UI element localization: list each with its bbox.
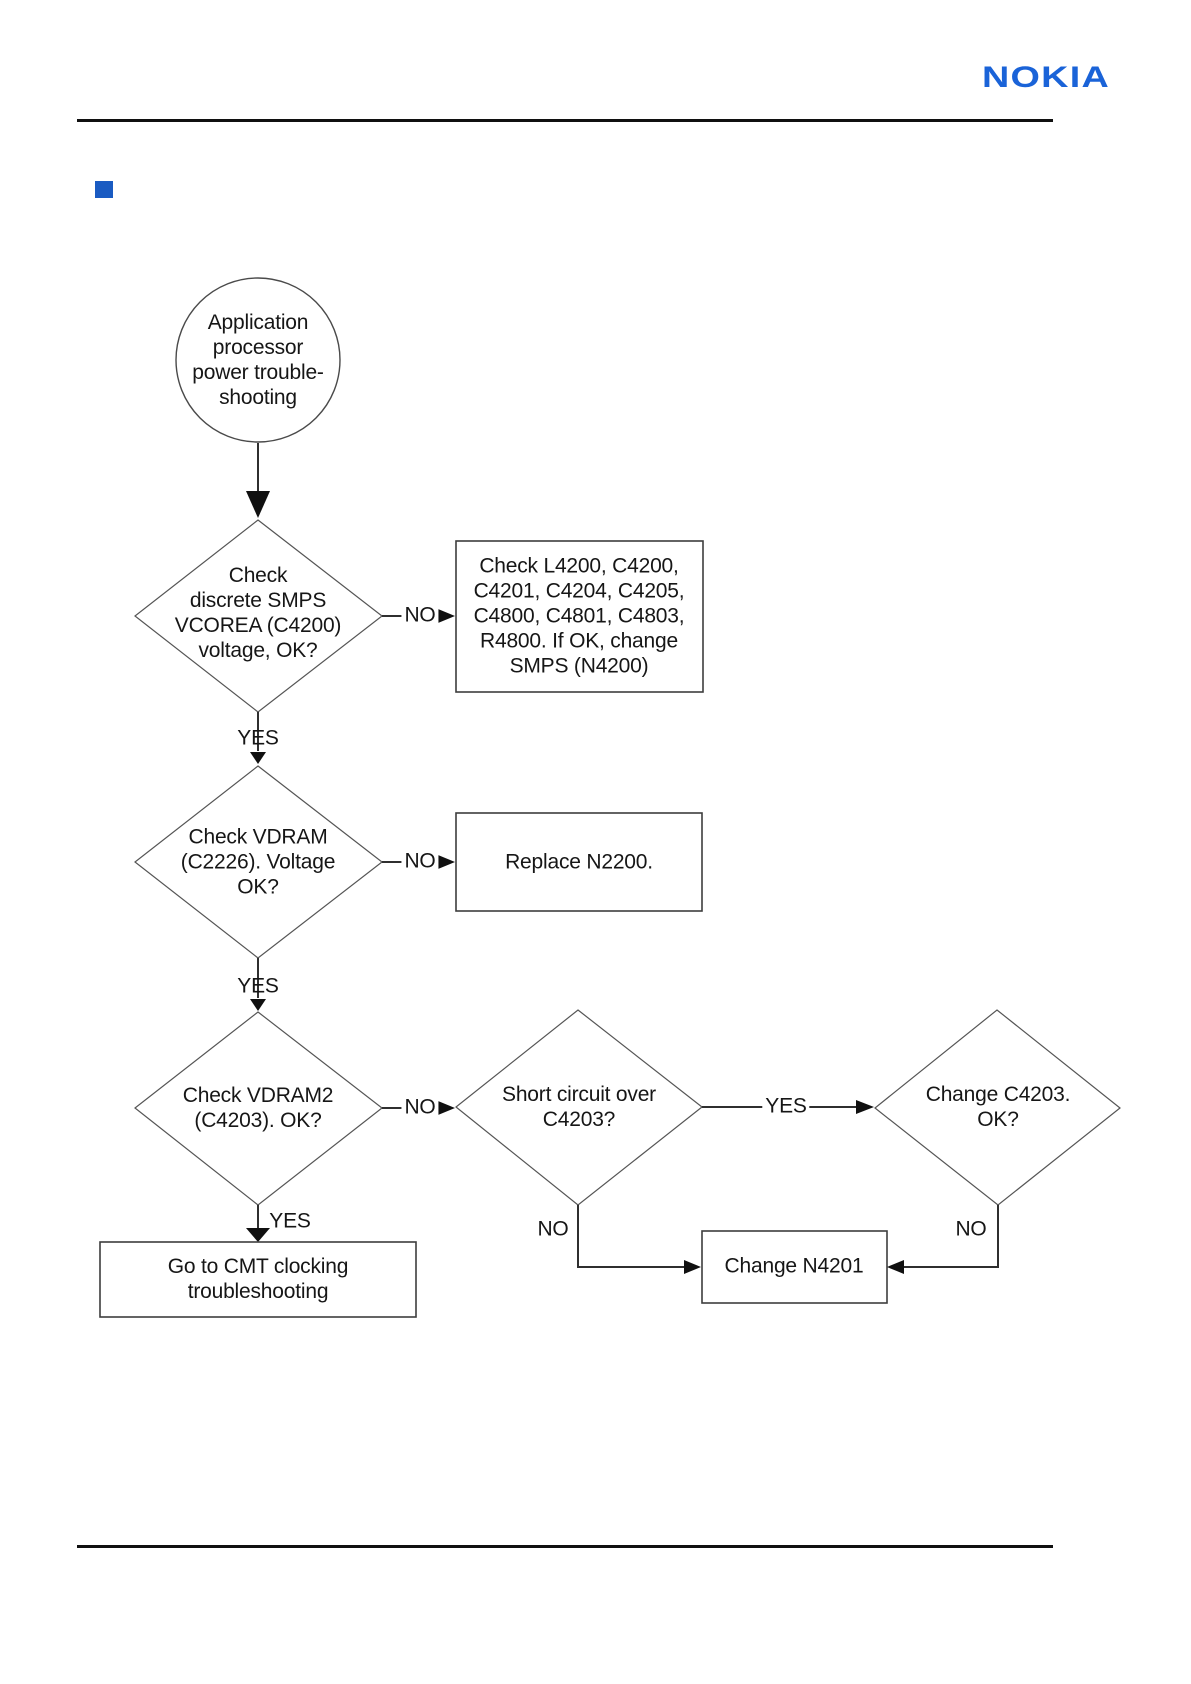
arrowhead-no5: [887, 1260, 904, 1274]
decision-change-c4203-label: Change C4203. OK?: [925, 1083, 1071, 1131]
arrowhead-yes3: [246, 1228, 270, 1242]
start-circle: [175, 277, 341, 443]
nokia-logo-text: NOKIA: [982, 61, 1110, 94]
action-cmt-clocking-box: [99, 1241, 417, 1318]
no-label-4: NO: [537, 1217, 569, 1241]
yes-label-3: YES: [269, 1209, 311, 1233]
decision-vdram2-label: Check VDRAM2 (C4203). OK?: [182, 1084, 334, 1132]
arrowhead-yes1: [250, 752, 266, 764]
header-rule: [77, 119, 1053, 122]
yes-label-4: YES: [762, 1093, 810, 1119]
action-change-n4201-box: [701, 1230, 888, 1304]
decision-vdram-label: Check VDRAM (C2226). Voltage OK?: [180, 825, 336, 899]
arrowhead-no2: [438, 855, 455, 869]
arrowhead-yes2: [250, 999, 266, 1011]
arrowhead-start-down: [246, 491, 270, 518]
action-vdram-label: Replace N2200.: [505, 850, 653, 874]
decision-smps-label: Check discrete SMPS VCOREA (C4200) volta…: [174, 564, 342, 662]
yes-label-1: YES: [237, 726, 279, 750]
action-cmt-clocking-label: Go to CMT clocking troubleshooting: [167, 1255, 349, 1303]
section-bullet-square: [95, 181, 113, 198]
arrowhead-no3: [438, 1101, 455, 1115]
action-smps-box: [455, 540, 704, 693]
action-smps-label: Check L4200, C4200, C4201, C4204, C4205,…: [473, 554, 685, 678]
nokia-logo: NOKIA: [982, 61, 1110, 94]
no-label-5: NO: [955, 1217, 987, 1241]
start-label: Application processor power trouble- sho…: [192, 311, 324, 409]
footer-rule: [77, 1545, 1053, 1548]
yes-label-2: YES: [237, 974, 279, 998]
arrowhead-no4: [684, 1260, 701, 1274]
action-change-n4201-label: Change N4201: [724, 1254, 864, 1278]
connector-no5: [904, 1205, 999, 1268]
section-bullet: [95, 181, 113, 198]
no-label-1: NO: [401, 602, 439, 628]
arrowhead-no1: [438, 609, 455, 623]
action-vdram-box: [455, 812, 703, 912]
decision-short-circuit-label: Short circuit over C4203?: [502, 1083, 656, 1131]
connector-no4: [577, 1205, 684, 1268]
arrowhead-yes4: [856, 1100, 874, 1114]
no-label-2: NO: [401, 848, 439, 874]
no-label-3: NO: [401, 1094, 439, 1120]
